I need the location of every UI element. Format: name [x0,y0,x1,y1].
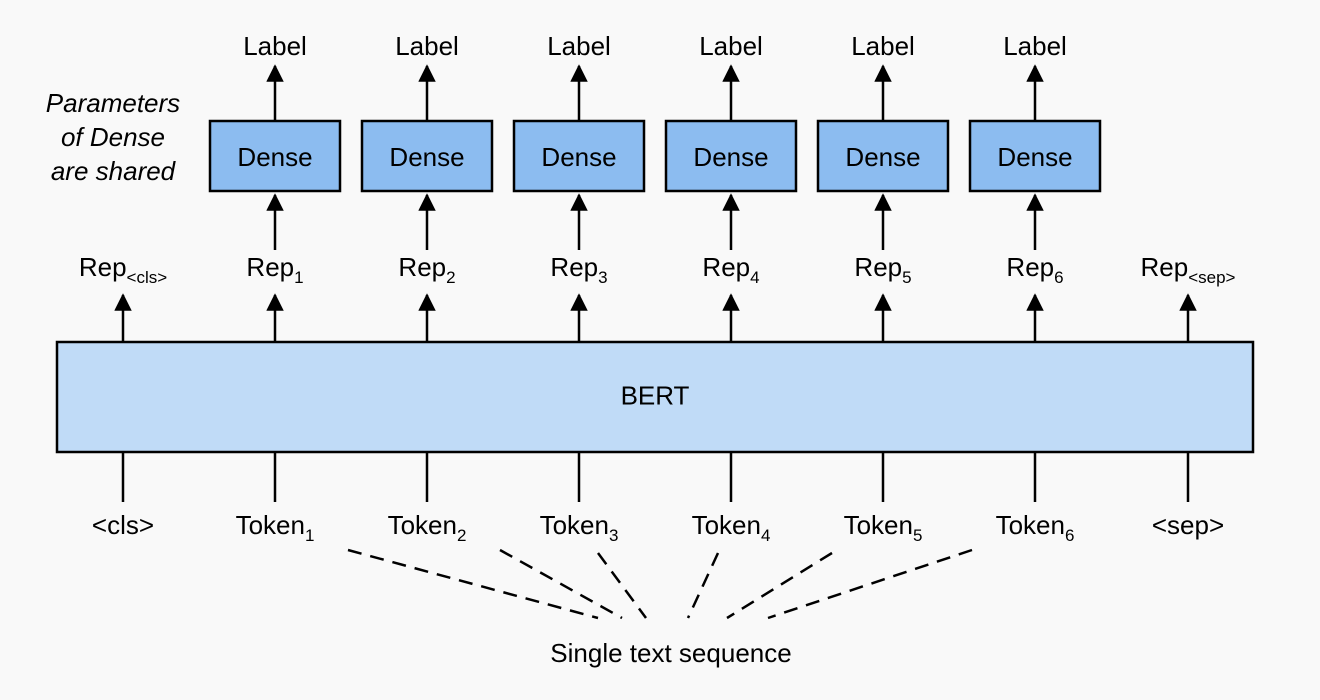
dense-box-0 [208,119,342,193]
dense-label-5: Dense [997,142,1073,172]
rep-label-6-text: Rep [1006,252,1055,282]
token-label-3: Token3 [539,510,619,544]
token-label-1: Token1 [235,510,315,544]
note-line-1: Parameters [45,88,181,118]
token-label-2: Token2 [387,510,467,544]
rep-label-6: Rep6 [1006,252,1063,286]
sequence-dash-4 [726,551,833,620]
dense-box-2 [512,119,646,193]
token-label-3-text: Token [539,510,609,540]
token-label-6-subscript: 6 [1064,526,1075,545]
token-label-4: Token4 [691,510,771,544]
rep-label-4-text: Rep [702,252,751,282]
dense-box-3 [664,119,798,193]
rep-label-7-text: Rep [1140,252,1189,282]
dense-box-4 [816,119,950,193]
output-label-3-text: Label [699,31,763,61]
rep-label-4-subscript: 4 [750,268,760,287]
rep-label-0-subscript: <cls> [126,268,168,287]
rep-label-3-subscript: 3 [598,268,608,287]
bert-box [55,340,1255,454]
dense-label-3: Dense [693,142,769,172]
dense-label-1: Dense [389,142,465,172]
output-label-0-text: Label [243,31,307,61]
token-label-5-subscript: 5 [912,526,923,545]
token-label-6: Token6 [995,510,1075,544]
token-label-4-subscript: 4 [760,526,771,545]
output-label-0: Label [243,31,307,61]
output-label-5: Label [1003,31,1067,61]
rep-label-0: Rep<cls> [78,252,167,286]
rep-label-6-subscript: 6 [1054,268,1064,287]
token-label-1-subscript: 1 [304,526,315,545]
sequence-dash-3 [686,552,720,619]
note-line-2: of Dense [60,122,166,152]
rep-label-2: Rep2 [398,252,455,286]
output-label-5-text: Label [1003,31,1067,61]
dense-box-5 [968,119,1102,193]
dense-label-0: Dense [237,142,313,172]
dense-label-4: Dense [845,142,921,172]
bert-label: BERT [620,380,690,411]
rep-label-5: Rep5 [854,252,911,286]
output-label-2: Label [547,31,611,61]
sequence-dash-5 [767,548,973,620]
rep-label-7-subscript: <sep> [1188,268,1236,287]
output-label-1-text: Label [395,31,459,61]
sequence-dash-2 [596,552,648,619]
token-label-0: <cls> [92,510,154,540]
token-label-0-text: <cls> [91,510,155,540]
token-label-1-text: Token [235,510,305,540]
output-label-4: Label [851,31,915,61]
token-label-6-text: Token [995,510,1065,540]
rep-label-1-text: Rep [246,252,295,282]
token-label-7-text: <sep> [1151,510,1225,540]
rep-label-5-text: Rep [854,252,903,282]
rep-label-5-subscript: 5 [902,268,912,287]
token-label-3-subscript: 3 [608,526,619,545]
rep-label-3: Rep3 [550,252,607,286]
output-label-3: Label [699,31,763,61]
rep-label-7: Rep<sep> [1140,252,1236,286]
sequence-dash-0 [347,548,599,620]
token-label-4-text: Token [691,510,761,540]
note-line-3: are shared [50,156,176,186]
shared-parameters-note: Parameters of Dense are shared [18,86,208,188]
rep-label-1: Rep1 [246,252,303,286]
rep-label-2-text: Rep [398,252,447,282]
token-label-7: <sep> [1152,510,1224,540]
token-label-2-subscript: 2 [456,526,467,545]
rep-label-0-text: Rep [78,252,127,282]
token-label-2-text: Token [387,510,457,540]
single-text-sequence-label: Single text sequence [550,638,792,668]
output-label-1: Label [395,31,459,61]
output-label-2-text: Label [547,31,611,61]
output-label-4-text: Label [851,31,915,61]
rep-label-2-subscript: 2 [446,268,456,287]
rep-label-1-subscript: 1 [294,268,304,287]
token-label-5-text: Token [843,510,913,540]
rep-label-3-text: Rep [550,252,599,282]
sequence-dash-1 [499,548,623,620]
dense-label-2: Dense [541,142,617,172]
token-label-5: Token5 [843,510,923,544]
rep-label-4: Rep4 [702,252,759,286]
